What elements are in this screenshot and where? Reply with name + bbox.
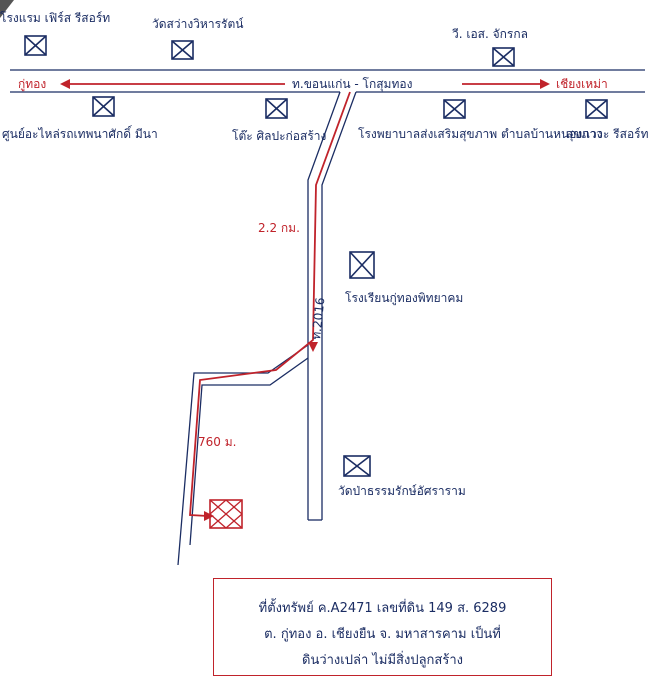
road-2016-label: ท.2016 [309,297,327,340]
hotel-marker [24,35,47,56]
note-line-2: ต. กู่ทอง อ. เชียงยืน จ. มหาสารคาม เป็นท… [264,627,501,642]
route-arrow-property [204,511,214,521]
resort-right-marker [585,99,608,119]
factory-marker [265,98,288,119]
service-center-marker [92,96,115,117]
distance-second-leg: 760 ม. [198,435,236,449]
school-label: โรงเรียนกู่ทองพิทยาคม [345,291,463,306]
side-road-lower-edge [189,357,309,546]
school-marker [349,251,375,279]
west-direction-arrowhead [60,79,70,89]
hospital-marker [443,99,466,119]
service-center-label: ศูนย์อะไหล่รถเทพนาศักดิ์ มีนา [2,125,158,142]
temple-bottom-marker [343,455,371,477]
scan-corner-mark [0,0,14,18]
route-line [189,91,351,517]
temple-top-label: วัดสว่างวิหารรัตน์ [152,17,244,31]
road-2016-right-edge [321,91,357,520]
temple-top-marker [171,40,194,60]
note-line-1: ที่ตั้งทรัพย์ ค.A2471 เลขที่ดิน 149 ส. 6… [258,601,507,616]
hospital-label: โรงพยาบาลส่งเสริมสุขภาพ ตำบลบ้านหนองแวง [358,127,603,142]
property-note-box: ที่ตั้งทรัพย์ ค.A2471 เลขที่ดิน 149 ส. 6… [213,578,552,676]
hotel-label: โรงแรม เฟิร์ส รีสอร์ท [0,11,110,25]
side-road-upper-edge [177,344,309,566]
note-line-3: ดินว่างเปล่า ไม่มีสิ่งปลูกสร้าง [302,653,463,668]
east-direction-arrowhead [540,79,550,89]
vs-shop-marker [492,47,515,67]
main-road-label: ท.ขอนแก่น - โกสุมทอง [292,77,412,92]
road-2016-left-edge [307,91,341,520]
factory-label: โต๊ะ ศิลปะก่อสร้าง [232,129,326,143]
temple-bottom-label: วัดป่าธรรมรักษ์อัศราราม [338,484,466,498]
distance-first-leg: 2.2 กม. [258,221,300,235]
property-marker [209,499,243,529]
east-direction-label: เชียงเหม่า [556,77,608,91]
route-arrow-junction [308,342,318,352]
vs-shop-label: วี. เอส. จักรกล [452,27,528,41]
west-direction-label: กู่ทอง [18,77,46,92]
resort-right-label: สุขภาวะ รีสอร์ท [566,127,649,142]
